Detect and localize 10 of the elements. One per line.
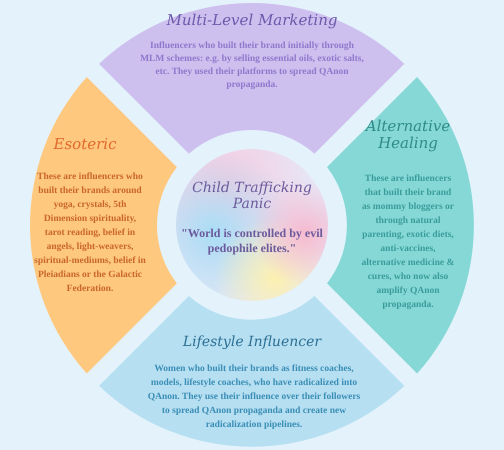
segment-description: These are influencers that built their brand as mommy bloggers or through natural parenting, exotic diets, anti-vaccines, alternative medicine & cures, who now also amplify QAnon propaganda. <box>360 172 456 312</box>
segment-description: These are influencers who built their brands around yoga, crystals, 5th Dimension spirituality, tarot reading, belief in angels, light-weavers, spiritual-mediums, belief in Pleiadians or the Galactic Federation. <box>34 170 146 296</box>
segment-description: Women who built their brands as fitness coaches, models, lifestyle coaches, who have radicalized into QAnon. They use their influence over their followers to spread QAnon propaganda and create new radicalization pipelines. <box>146 362 362 432</box>
quote-text: "World is controlled by evil pedophile elites." <box>180 226 324 256</box>
segment-heading: Esoteric <box>52 136 118 154</box>
segment-heading: Child Trafficking Panic <box>191 180 313 212</box>
segment-heading: Multi-Level Marketing <box>165 12 338 30</box>
segment-heading: Lifestyle Influencer <box>182 334 323 350</box>
segment-description: Influencers who built their brand initially through MLM schemes: e.g. by selling essential oils, exotic salts, etc. They used their platforms to spread QAnon propaganda. <box>140 40 364 92</box>
segment-heading: Alternative Healing <box>364 118 452 152</box>
